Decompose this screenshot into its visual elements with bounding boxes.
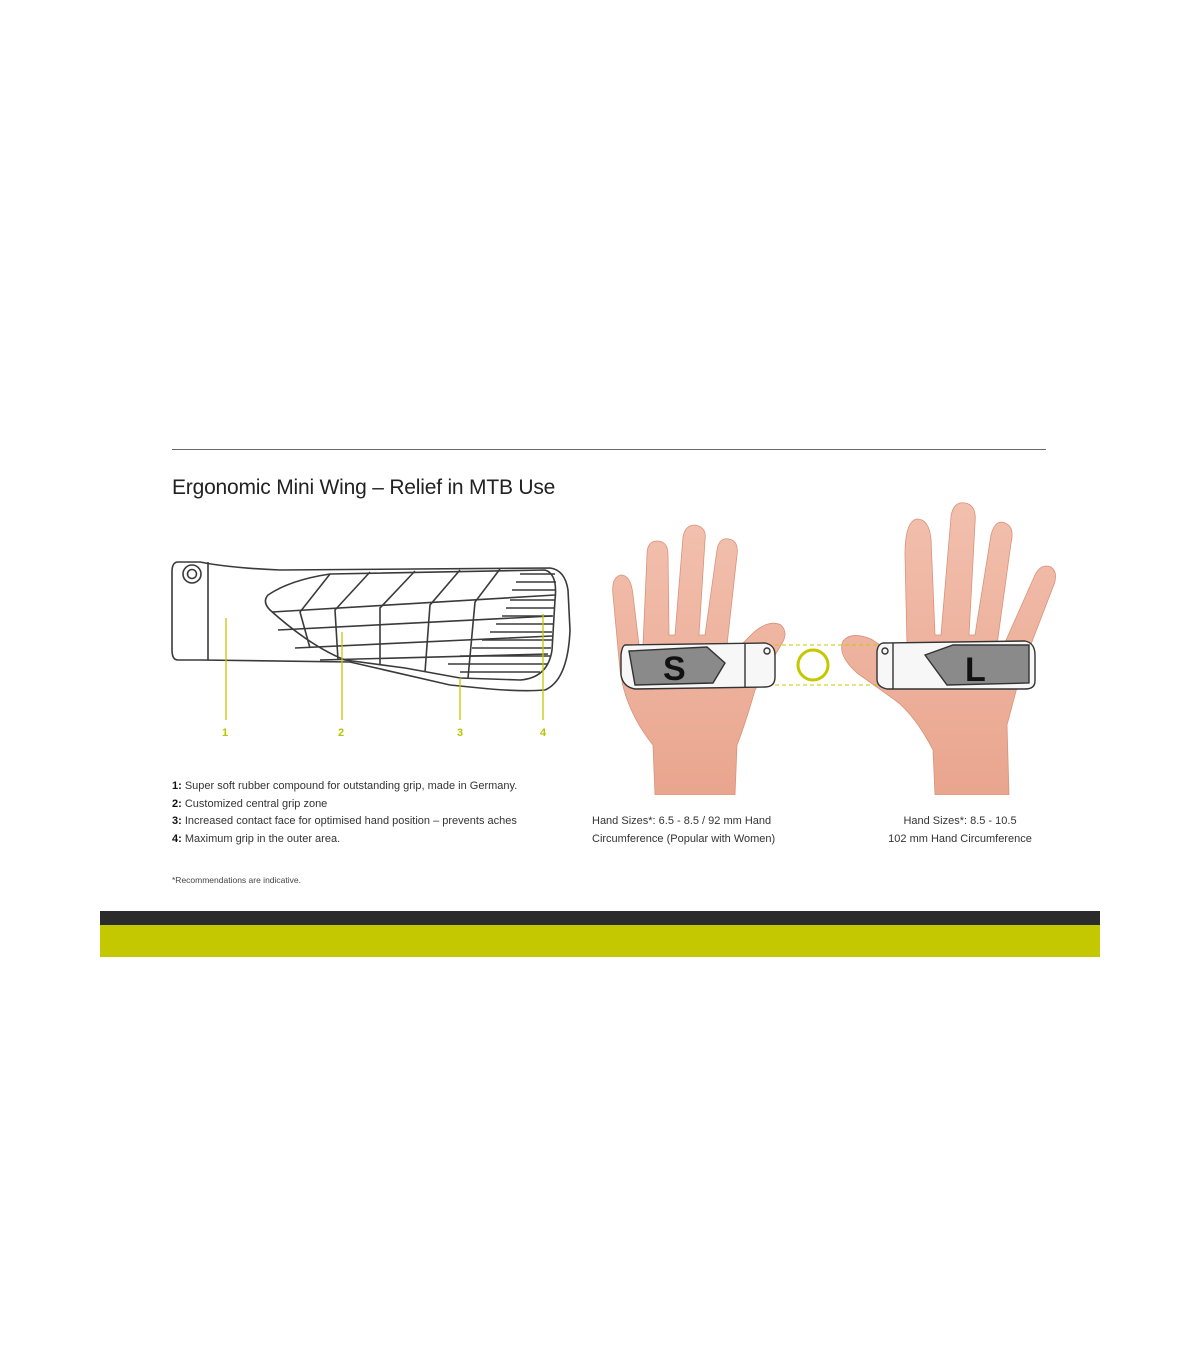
footer-accent-bar xyxy=(100,925,1100,957)
top-divider xyxy=(172,449,1046,450)
callout-4: 4 xyxy=(540,727,547,739)
large-grip xyxy=(876,640,1036,690)
grip-illustration xyxy=(171,561,571,720)
grip-diameter-circle xyxy=(796,648,830,682)
small-grip xyxy=(620,642,776,690)
callout-3: 3 xyxy=(457,727,464,739)
feature-item: 1: Super soft rubber compound for outsta… xyxy=(172,780,518,792)
feature-item: 3: Increased contact face for optimised … xyxy=(172,815,517,827)
hands-illustration: S L xyxy=(612,502,1056,795)
large-size-caption: Hand Sizes*: 8.5 - 10.5 102 mm Hand Circ… xyxy=(888,815,1032,845)
callout-2: 2 xyxy=(338,727,345,739)
size-letter-s: S xyxy=(663,650,686,688)
footer-dark-bar xyxy=(100,911,1100,925)
feature-list: 1: Super soft rubber compound for outsta… xyxy=(172,778,517,848)
footnote: *Recommendations are indicative. xyxy=(172,875,301,885)
feature-item: 2: Customized central grip zone xyxy=(172,797,328,810)
small-size-caption: Hand Sizes*: 6.5 - 8.5 / 92 mm Hand Circ… xyxy=(592,815,776,845)
callout-1: 1 xyxy=(222,727,229,739)
size-letter-l: L xyxy=(965,651,986,689)
page-title: Ergonomic Mini Wing – Relief in MTB Use xyxy=(172,476,556,499)
feature-item: 4: Maximum grip in the outer area. xyxy=(172,832,341,845)
